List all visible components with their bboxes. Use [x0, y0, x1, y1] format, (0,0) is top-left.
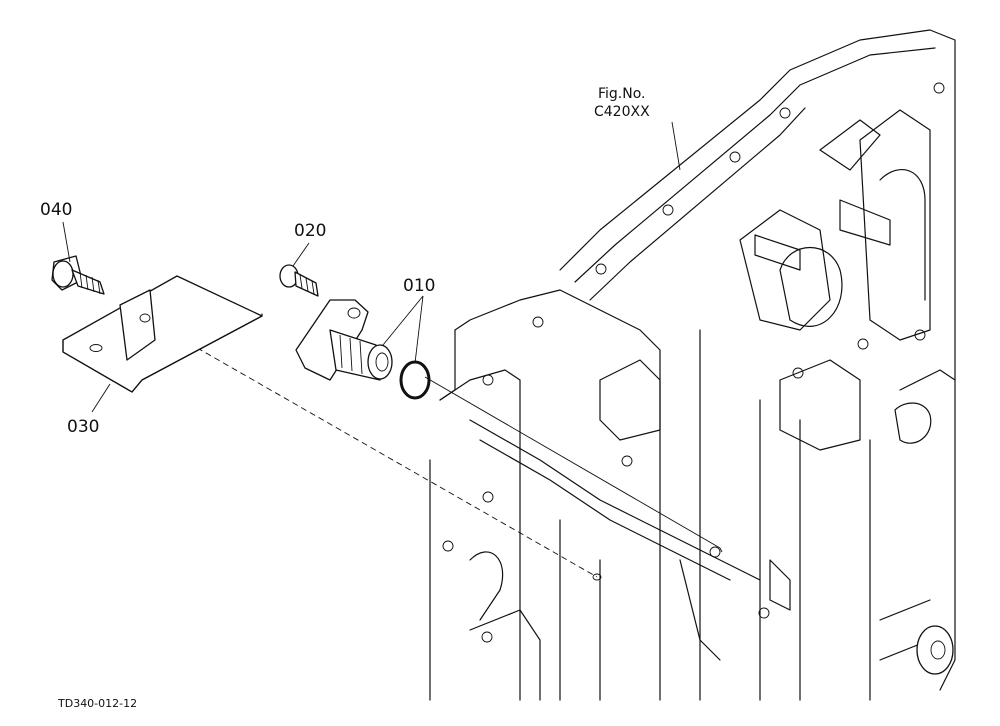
part-010-sensor	[295, 299, 393, 381]
callout-030: 030	[67, 417, 99, 437]
part-020-bolt	[279, 264, 319, 297]
callout-010: 010	[403, 276, 435, 296]
drawing-code: TD340-012-12	[57, 697, 137, 710]
part-030-plate	[62, 275, 263, 393]
callout-leaders	[62, 121, 681, 413]
alignment-lines	[144, 317, 723, 578]
callout-040: 040	[40, 200, 72, 220]
callout-020: 020	[294, 221, 326, 241]
part-010-o-ring	[399, 360, 431, 400]
fig-no-label: Fig.No.	[598, 86, 646, 102]
fig-no-value: C420XX	[594, 104, 650, 120]
transmission-housing	[429, 29, 956, 701]
part-040-bolt	[51, 255, 105, 295]
